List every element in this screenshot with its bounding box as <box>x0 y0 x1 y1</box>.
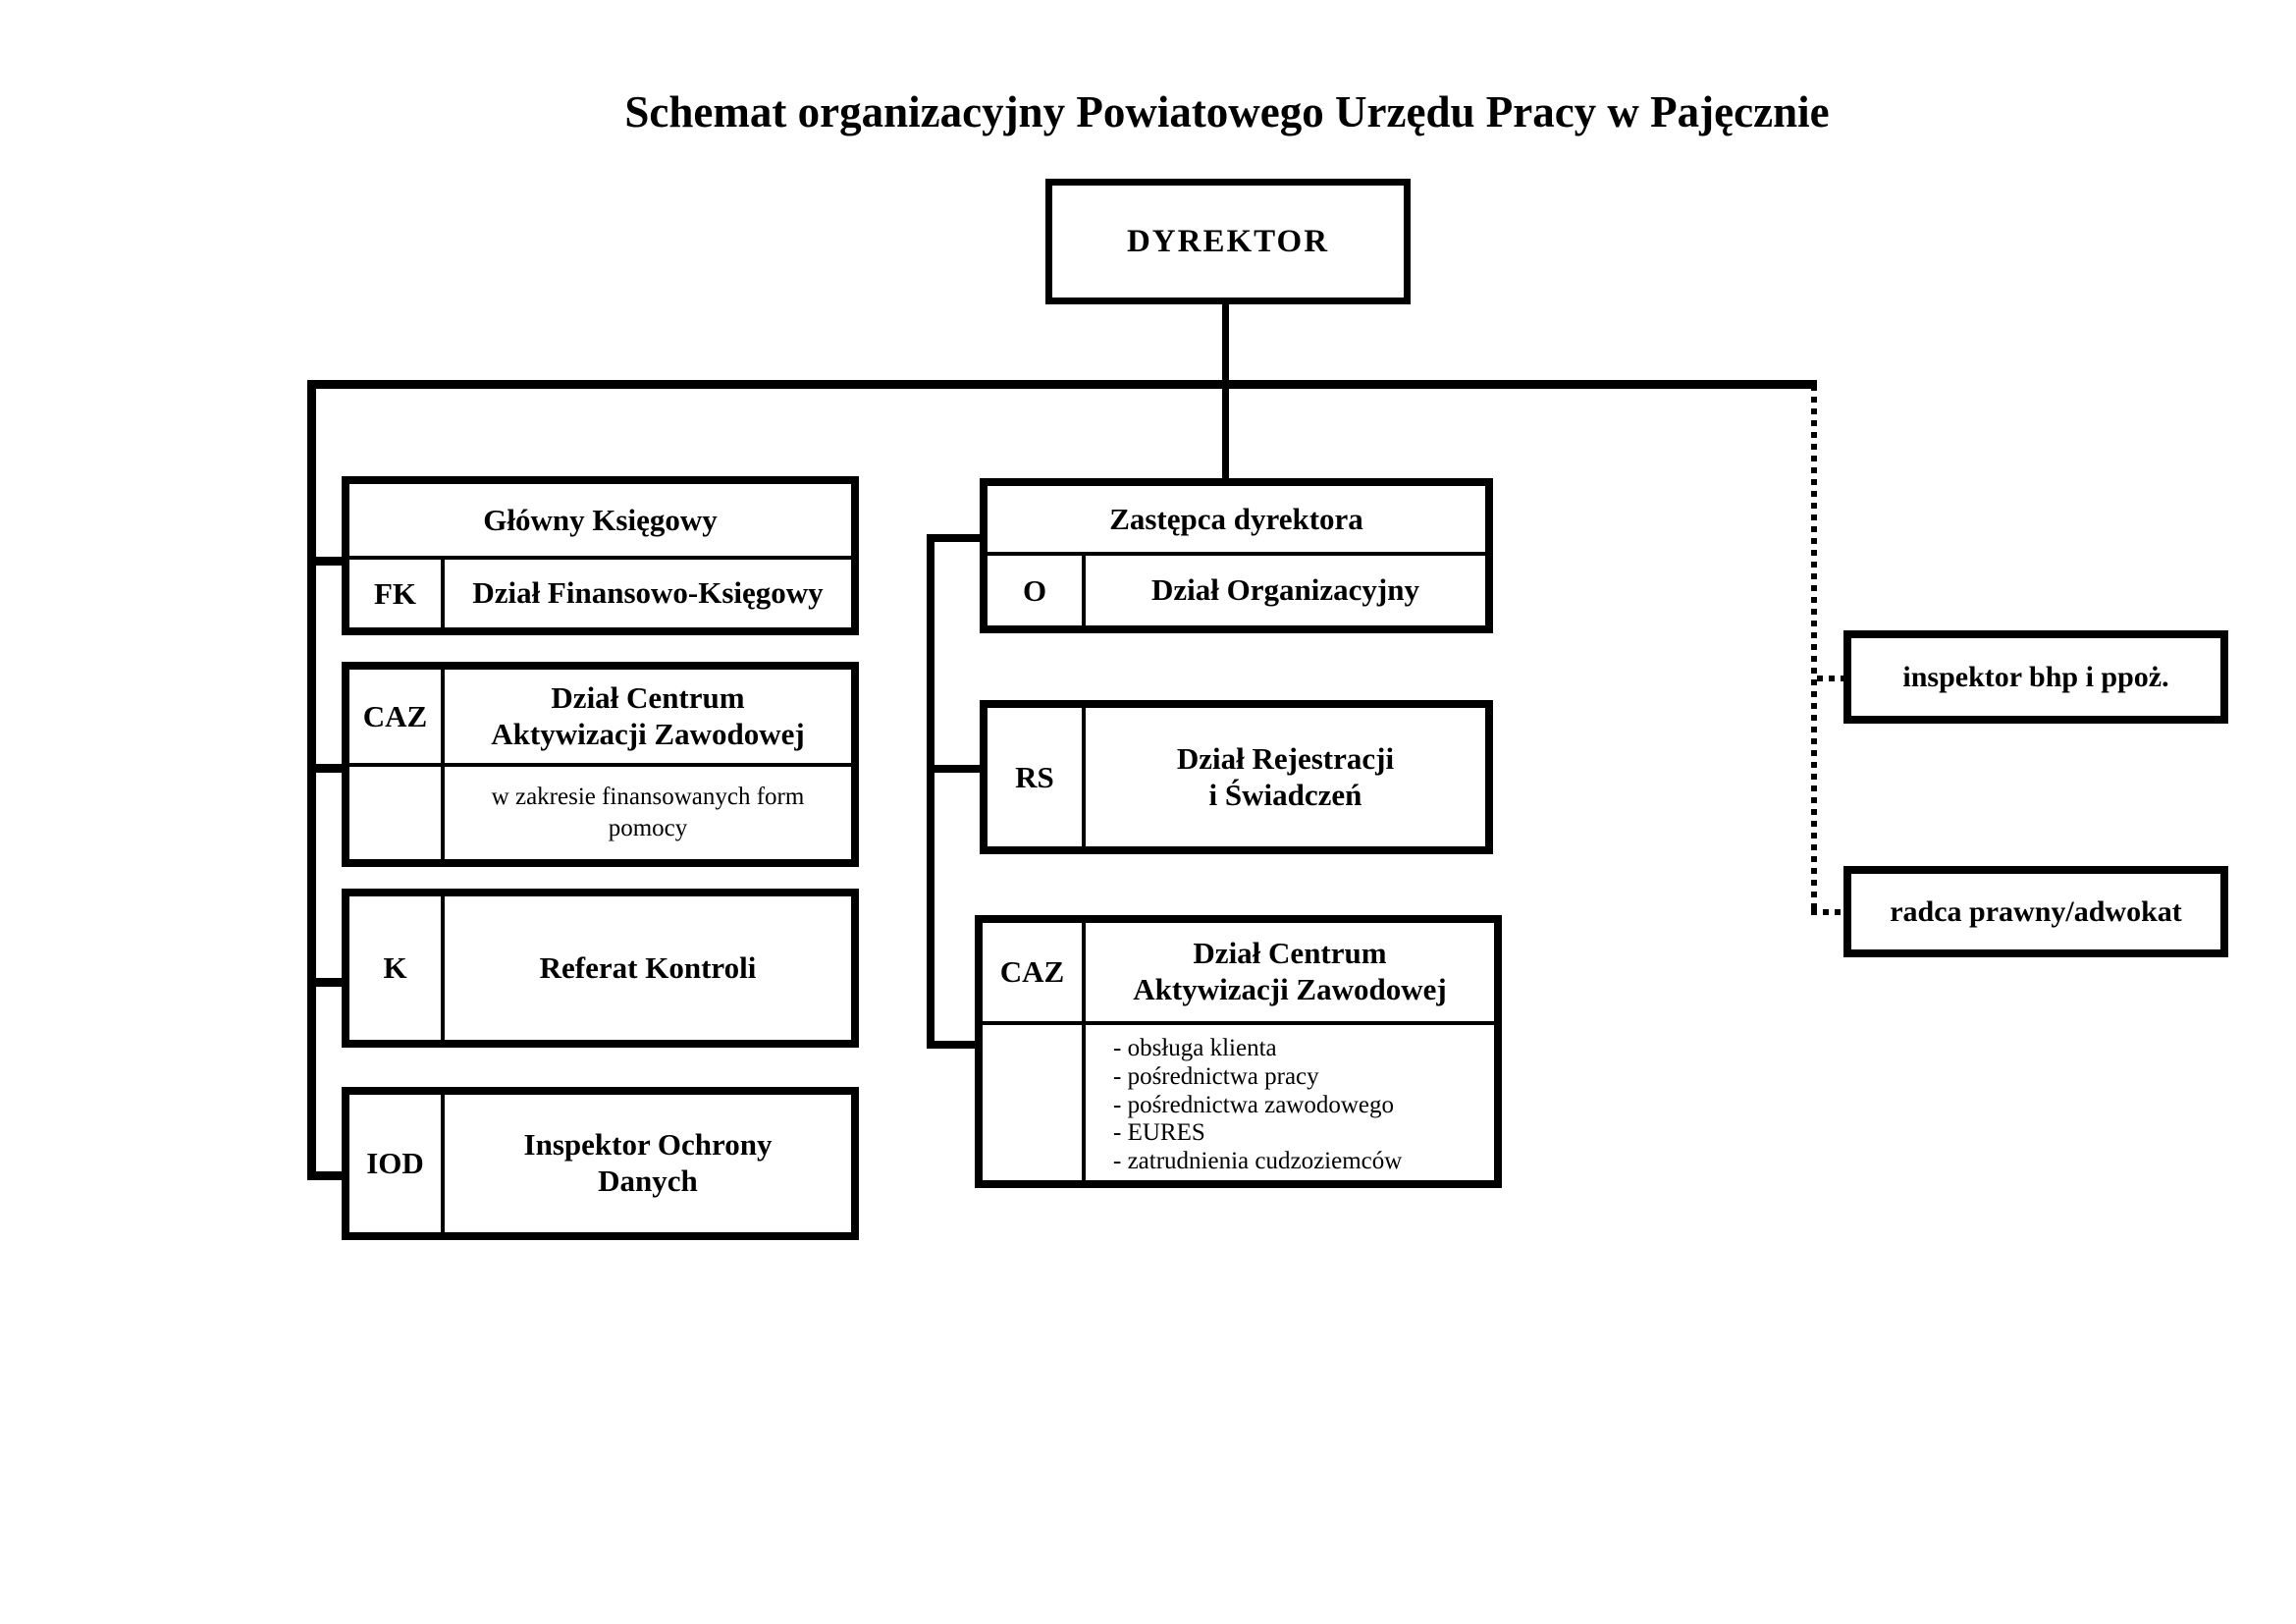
connector-main-horizontal <box>308 380 1817 389</box>
dept-tasks-list: - obsługa klienta - pośrednictwa pracy -… <box>1113 1035 1403 1174</box>
chart-title: Schemat organizacyjny Powiatowego Urzędu… <box>624 87 1830 136</box>
connector-dotted-stub-radca <box>1811 909 1848 915</box>
dept-label-iod: Inspektor Ochrony Danych <box>523 1127 773 1198</box>
connector-stub-caz-middle <box>927 1041 981 1049</box>
connector-stub-deputy <box>927 534 986 542</box>
box-radca-prawny: radca prawny/adwokat <box>1843 866 2228 957</box>
box-referat-kontroli: K Referat Kontroli <box>342 889 859 1048</box>
director-label: DYREKTOR <box>1126 223 1330 259</box>
dept-label-organizacyjny: Dział Organizacyjny <box>1151 572 1419 608</box>
box-inspektor-bhp: inspektor bhp i ppoż. <box>1843 630 2228 724</box>
code-cell-caz-left-empty <box>349 767 445 859</box>
dept-note-caz-left: w zakresie finansowanych form pomocy <box>491 783 805 842</box>
box-caz-middle: CAZ Dział Centrum Aktywizacji Zawodowej … <box>975 915 1502 1188</box>
connector-stub-caz-left <box>307 764 347 773</box>
code-cell-k: K <box>349 896 445 1040</box>
code-cell-rs: RS <box>988 708 1086 846</box>
code-cell-iod: IOD <box>349 1095 445 1232</box>
dept-label-caz-left: Dział Centrum Aktywizacji Zawodowej <box>491 679 805 751</box>
label-radca-prawny: radca prawny/adwokat <box>1890 894 2182 928</box>
director-box: DYREKTOR <box>1045 179 1411 304</box>
box-header-zastepca: Zastępca dyrektora <box>988 486 1485 556</box>
box-inspektor-ochrony-danych: IOD Inspektor Ochrony Danych <box>342 1087 859 1240</box>
connector-dotted-stub-inspektor <box>1817 676 1848 681</box>
connector-dotted-vertical <box>1811 385 1817 915</box>
dept-label-rejestracji: Dział Rejestracji i Świadczeń <box>1176 740 1395 812</box>
code-cell-caz-middle: CAZ <box>983 923 1086 1021</box>
label-inspektor-bhp: inspektor bhp i ppoż. <box>1902 660 2169 693</box>
box-glowny-ksiegowy: Główny Księgowy FK Dział Finansowo-Księg… <box>342 476 859 635</box>
dept-label-referat-kontroli: Referat Kontroli <box>539 949 757 985</box>
connector-left-vertical <box>307 380 316 1180</box>
connector-director-down <box>1222 303 1229 384</box>
connector-deputy-vertical <box>927 534 934 1049</box>
code-cell-o: O <box>988 556 1086 625</box>
box-caz-left: CAZ Dział Centrum Aktywizacji Zawodowej … <box>342 662 859 867</box>
connector-stub-rs <box>934 765 986 773</box>
box-zastepca-dyrektora: Zastępca dyrektora O Dział Organizacyjny <box>980 478 1493 633</box>
code-cell-caz-middle-empty <box>983 1025 1086 1180</box>
code-cell-caz-left: CAZ <box>349 670 445 763</box>
box-header-glowny-ksiegowy: Główny Księgowy <box>349 484 851 560</box>
box-rejestracji-swiadczen: RS Dział Rejestracji i Świadczeń <box>980 700 1493 854</box>
dept-label-caz-middle: Dział Centrum Aktywizacji Zawodowej <box>1133 936 1447 1006</box>
connector-deputy-down <box>1222 384 1229 478</box>
connector-stub-k <box>307 978 347 987</box>
connector-stub-iod <box>307 1171 347 1180</box>
dept-label-finansowo-ksiegowy: Dział Finansowo-Księgowy <box>472 575 824 611</box>
code-cell-fk: FK <box>349 560 445 627</box>
connector-stub-fk <box>307 557 347 566</box>
